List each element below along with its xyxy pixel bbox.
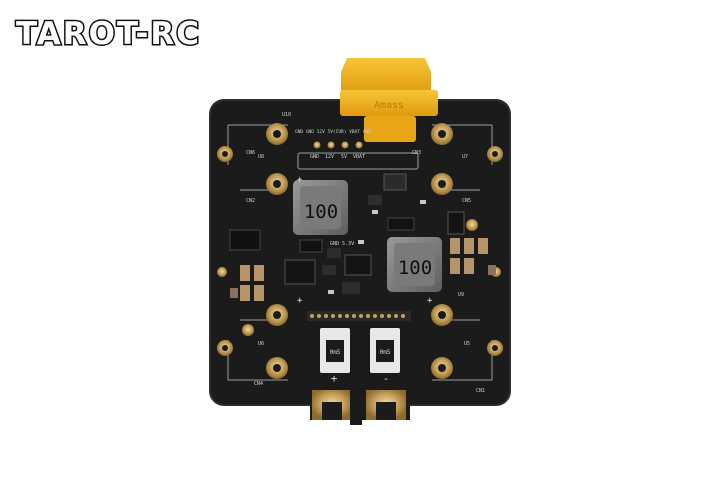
cn1-label: CN1 [476,388,485,394]
cn2-label: CN2 [246,198,255,204]
shunt-label-left: 0m5 [330,349,341,356]
silkscreen-labels: CN1 CN2 CN3 CN4 CN5 CN6 U5 U6 U7 U8 U9 U… [246,112,485,394]
plus-mark: + [331,372,338,385]
u9-label: U9 [458,292,464,298]
pad-label-5v: 5V [341,154,347,160]
xt60-connector: Amass [340,58,438,142]
connector-label: Amass [374,100,404,111]
minus-mark: - [383,372,390,385]
svg-text:+: + [297,175,303,185]
shunt-label-right: 0m5 [380,349,391,356]
brand-logo: TAROT-RC [15,15,201,53]
inductor-right: 100 [387,237,442,292]
pcb-board-photo: Amass GND GND 12V 5V(CUR) VBAT GND 100 1… [209,58,511,425]
svg-text:+: + [427,296,433,306]
battery-tabs [310,380,410,425]
u5-label: U5 [464,341,470,347]
brand-text: TAROT-RC [16,16,201,52]
side-label: GND 5.3V [330,241,354,247]
pad-label-12v: 12V [325,154,334,160]
u6-label: U6 [258,341,264,347]
cn5-label: CN5 [462,198,471,204]
u10-label: U10 [282,112,291,118]
pad-label-vbat: VBAT [353,154,365,160]
motor-pads [217,123,503,379]
inductor-left: 100 [293,180,348,235]
shunt-resistors: 0m5 0m5 [320,328,400,373]
pads-header-label: GND GND 12V 5V(CUR) VBAT GND [295,129,371,135]
svg-text:+: + [297,296,303,306]
inductor-right-label: 100 [398,257,432,279]
test-pad-grid [307,311,411,321]
cn6-label: CN6 [246,150,255,156]
cn4-label: CN4 [254,381,263,387]
u8-label: U8 [258,154,264,160]
smd-components [229,173,496,301]
inductor-left-label: 100 [304,201,338,223]
cn3-label: CN3 [412,150,421,156]
u7-label: U7 [462,154,468,160]
pad-label-gnd: GND [310,154,319,160]
